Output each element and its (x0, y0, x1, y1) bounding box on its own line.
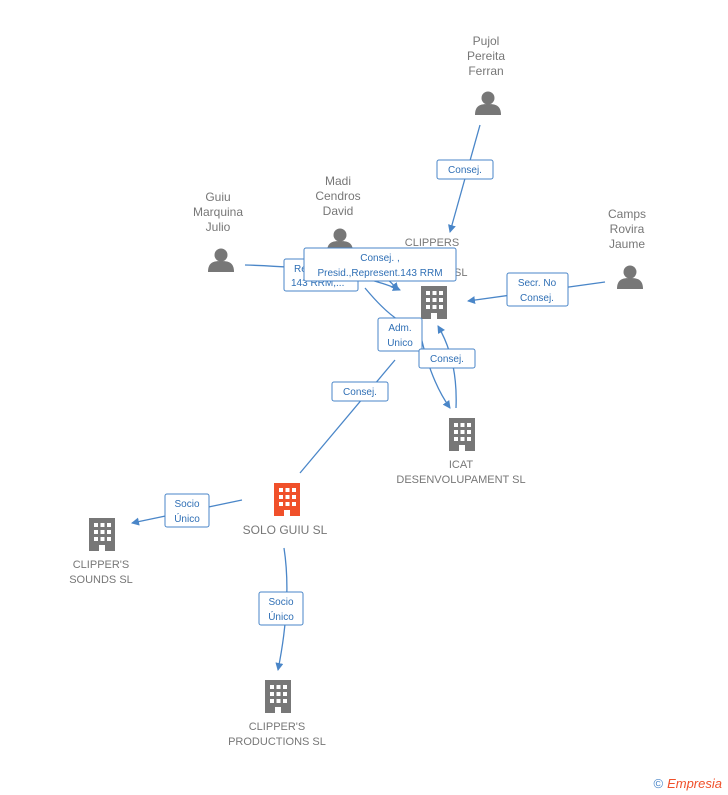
edge-label-solo-icat[interactable]: Consej. (331, 381, 389, 402)
node-label-line: Camps (608, 207, 646, 221)
brand-name: Empresia (667, 776, 722, 791)
edge-label-line: Consej. (343, 387, 377, 398)
edge-label-solo-productions[interactable]: Socio Único (258, 591, 304, 626)
edge-label-line: Unico (387, 338, 413, 349)
edge-label-line: Presid.,Represent.143 RRM (317, 268, 442, 279)
brand-watermark: ©Empresia (653, 776, 722, 791)
node-label-line: SOUNDS SL (69, 574, 133, 586)
node-label-line: CLIPPER'S (73, 559, 130, 571)
edge-label-line: Único (174, 512, 200, 525)
edge-label-pujol-clippers[interactable]: Consej. (436, 159, 494, 180)
node-label-line: PRODUCTIONS SL (228, 736, 326, 748)
edge-line-solo-icat-2 (419, 331, 451, 409)
edge-label-line: Socio (268, 597, 293, 608)
node-label-line: DESENVOLUPAMENT SL (396, 474, 525, 486)
edge-label-camps-clippers[interactable]: Secr. No Consej. (506, 272, 569, 307)
edge-label-solo-clippers[interactable]: Adm. Unico (377, 317, 423, 352)
edge-label-line: Consej. (448, 165, 482, 176)
building-icon (449, 418, 475, 451)
node-clippers-sounds[interactable]: CLIPPER'S SOUNDS SL (69, 518, 133, 586)
edge-label-icat-clippers[interactable]: Consej. (418, 348, 476, 369)
edge-label-line: Consej. (520, 293, 554, 304)
node-solo-guiu[interactable]: SOLO GUIU SL (243, 483, 328, 537)
edge-label-line: Consej. (430, 354, 464, 365)
copyright-icon: © (653, 776, 664, 791)
building-icon (421, 286, 447, 319)
person-icon (617, 265, 643, 289)
node-clippers[interactable]: CLIPPERS SL (405, 237, 468, 319)
edge-label-line: Socio (174, 499, 199, 510)
edge-label-solo-sounds[interactable]: Socio Único (164, 493, 210, 528)
building-icon (89, 518, 115, 551)
edge-label-madi-clippers[interactable]: Consej. , Presid.,Represent.143 RRM (303, 247, 457, 282)
node-clippers-productions[interactable]: CLIPPER'S PRODUCTIONS SL (228, 680, 326, 748)
node-label-line: SOLO GUIU SL (243, 523, 328, 537)
node-label-line: Pereita (467, 49, 505, 63)
node-madi[interactable]: Madi Cendros David (315, 174, 361, 252)
edge-label-line: Adm. (388, 323, 411, 334)
person-icon (208, 248, 234, 272)
node-label-line: Julio (206, 220, 231, 234)
node-icat[interactable]: ICAT DESENVOLUPAMENT SL (396, 418, 526, 486)
edge-label-line: Único (268, 610, 294, 623)
node-label-line: CLIPPER'S (249, 721, 306, 733)
node-camps[interactable]: Camps Rovira Jaume (608, 207, 646, 289)
node-label-line: Marquina (193, 205, 243, 219)
node-label-line: Cendros (315, 189, 360, 203)
person-icon (475, 91, 501, 115)
building-icon (265, 680, 291, 713)
node-pujol[interactable]: Pujol Pereita Ferran (467, 34, 505, 115)
node-label-line: Guiu (205, 190, 230, 204)
node-label-line: Madi (325, 174, 351, 188)
edge-line-solo-icat (299, 359, 396, 474)
edge-label-line: Secr. No (518, 278, 557, 289)
edge-label-line: Consej. , (360, 253, 399, 264)
node-label-line: Rovira (610, 222, 645, 236)
node-guiu[interactable]: Guiu Marquina Julio (193, 190, 243, 272)
node-label-line: Pujol (473, 34, 500, 48)
building-icon (274, 483, 300, 516)
node-label-line: ICAT (449, 459, 474, 471)
node-label-line: Jaume (609, 237, 645, 251)
node-label-line: David (323, 204, 354, 218)
node-label-line: Ferran (468, 64, 503, 78)
edge-label-line: 143 RRM,... (291, 278, 344, 289)
node-label-line: CLIPPERS (405, 237, 459, 249)
node-label-line: SL (454, 267, 467, 279)
edge-label-line: Re (294, 264, 307, 275)
